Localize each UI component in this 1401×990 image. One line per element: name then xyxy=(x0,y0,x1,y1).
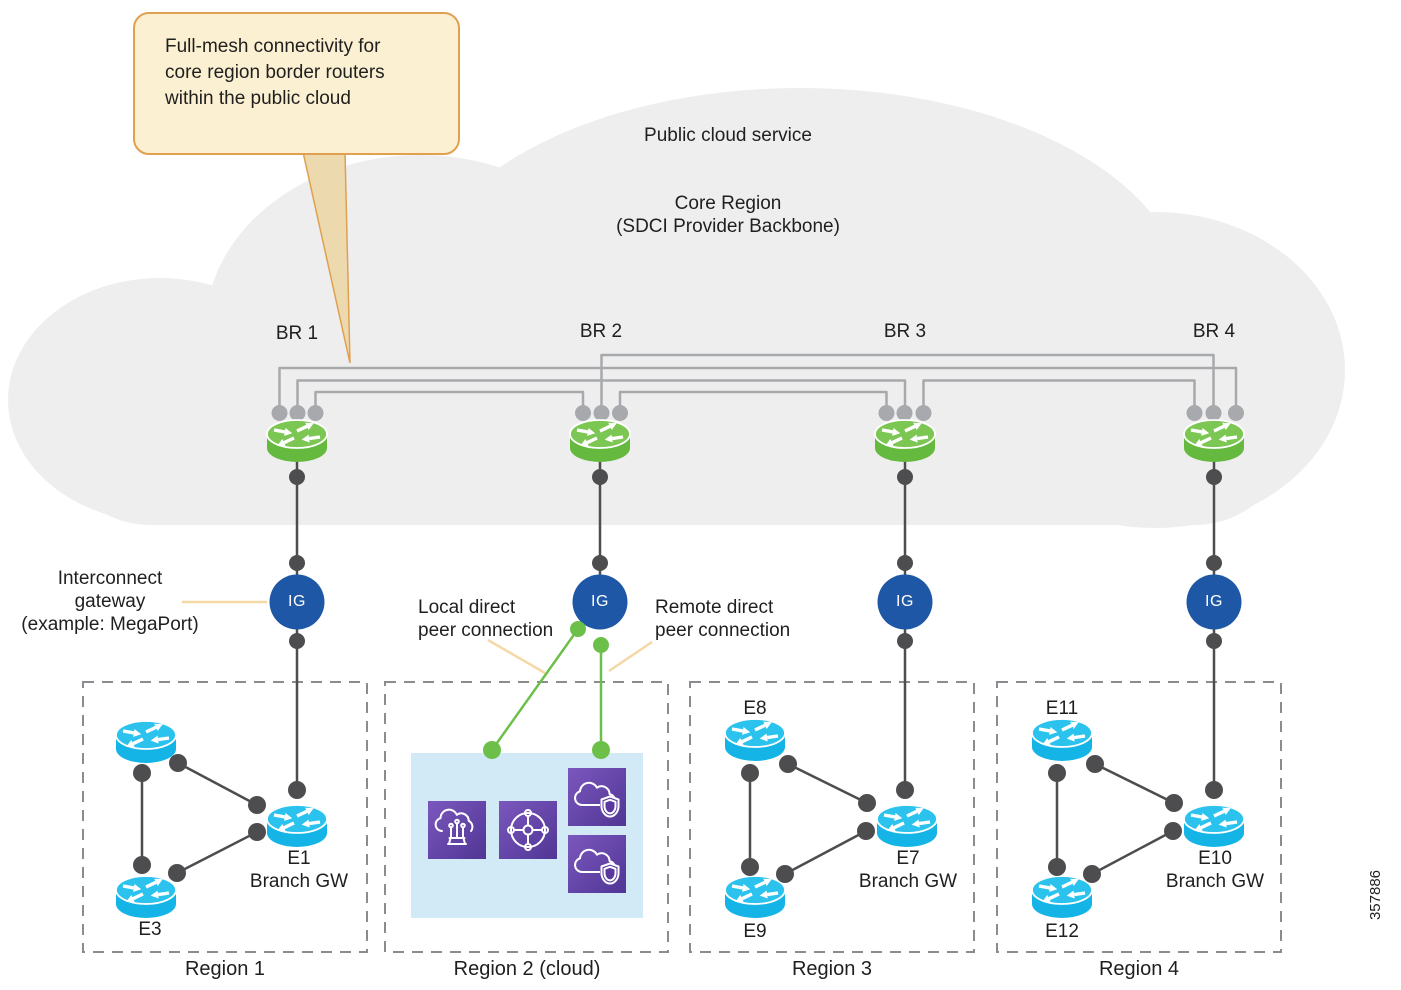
br3-label: BR 3 xyxy=(883,321,927,342)
router-icon xyxy=(1184,420,1244,462)
router-icon xyxy=(1184,805,1244,847)
ig-gateway-3: IG xyxy=(896,593,914,610)
ig-gateway-1: IG xyxy=(288,593,306,610)
region-2-label: Region 2 (cloud) xyxy=(453,958,601,980)
ig-gateway-2: IG xyxy=(591,593,609,610)
cloud-shield-icon xyxy=(568,835,626,893)
router-icon xyxy=(1032,876,1092,918)
router-icon xyxy=(875,420,935,462)
region-2-boundary xyxy=(384,681,669,953)
region-1-boundary xyxy=(82,681,368,953)
mesh-endpoint-dots xyxy=(271,405,1244,421)
e8-label: E8 xyxy=(743,698,767,719)
interconnect-gateway-circles xyxy=(269,574,1242,630)
region2-cloud-services-box xyxy=(411,753,643,918)
region-3-boundary xyxy=(689,681,975,953)
br4-label: BR 4 xyxy=(1192,321,1236,342)
callout-text: Full-mesh connectivity for core region b… xyxy=(165,36,385,109)
region-links xyxy=(140,761,1175,876)
ig-gateway-4: IG xyxy=(1205,593,1223,610)
br1-label: BR 1 xyxy=(275,323,319,344)
router-icon xyxy=(570,420,630,462)
region-4-label: Region 4 xyxy=(1098,958,1180,980)
interconnect-gateway-annotation: Interconnect gateway (example: MegaPort) xyxy=(21,568,199,635)
figure-number: 357886 xyxy=(1367,869,1384,921)
router-icon xyxy=(1032,719,1092,761)
remote-peer-label: Remote direct peer connection xyxy=(655,597,791,641)
core-region-label: Core Region (SDCI Provider Backbone) xyxy=(616,193,840,237)
router-icon xyxy=(116,721,176,763)
e1-label: E1 Branch GW xyxy=(249,848,349,892)
router-icon xyxy=(725,876,785,918)
e11-label: E11 xyxy=(1045,698,1079,719)
annotation-leader-lines xyxy=(182,600,653,675)
router-icon xyxy=(116,876,176,918)
router-icon xyxy=(725,719,785,761)
transit-gateway-icon xyxy=(499,801,557,859)
e3-label: E3 xyxy=(138,919,162,940)
e12-label: E12 xyxy=(1045,921,1079,942)
router-icon xyxy=(267,420,327,462)
region-3-label: Region 3 xyxy=(791,958,873,980)
local-peer-label: Local direct peer connection xyxy=(418,597,554,641)
callout-bubble: Full-mesh connectivity for core region b… xyxy=(133,12,460,155)
region-4-boundary xyxy=(996,681,1282,953)
e9-label: E9 xyxy=(743,921,767,942)
cloud-fiber-icon xyxy=(428,801,486,859)
region-1-label: Region 1 xyxy=(184,958,266,980)
link-endpoint-dots xyxy=(133,469,1223,883)
cloud-shield-icon xyxy=(568,768,626,826)
public-cloud-shape xyxy=(8,88,1345,528)
public-cloud-label: Public cloud service xyxy=(644,125,812,146)
border-router-icons xyxy=(267,420,1244,462)
e7-label: E7 Branch GW xyxy=(858,848,958,892)
peer-connection-links xyxy=(483,621,610,759)
mesh-links xyxy=(278,353,1238,413)
router-icon xyxy=(877,805,937,847)
router-icon xyxy=(267,805,327,847)
br2-label: BR 2 xyxy=(579,321,623,342)
e10-label: E10 Branch GW xyxy=(1165,848,1265,892)
